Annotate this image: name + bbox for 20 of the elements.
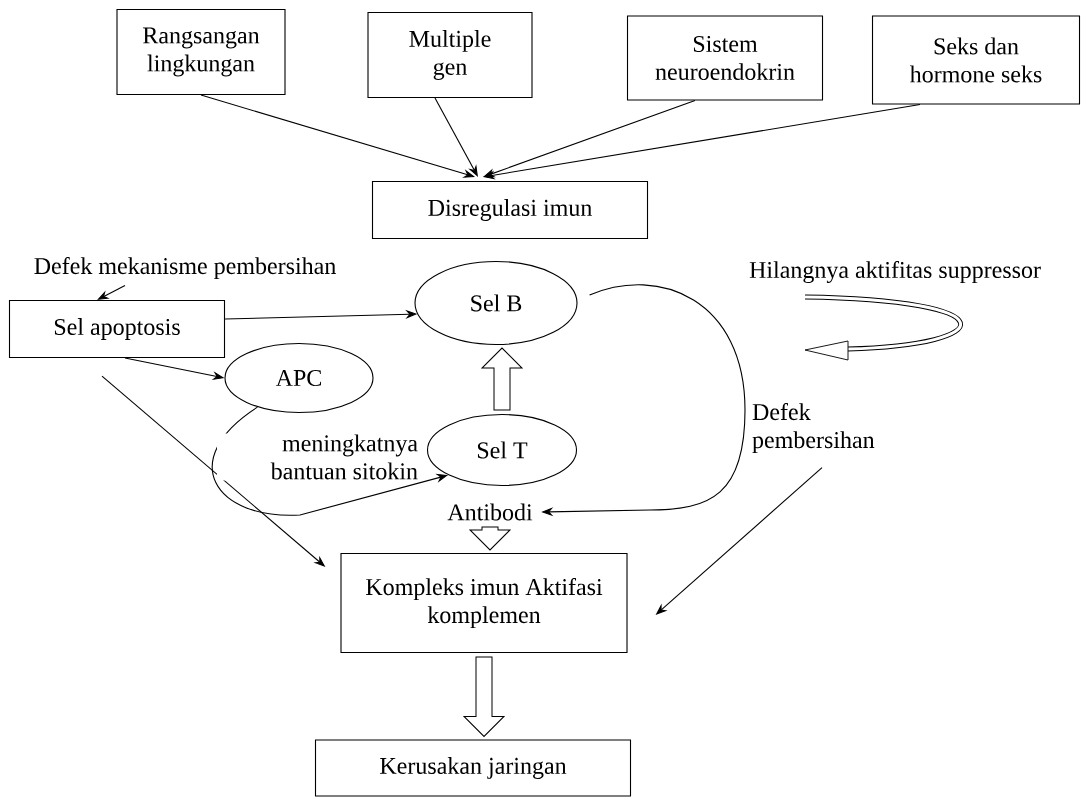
arrow [200,94,475,178]
note-text: Antibodi [447,503,533,521]
arrow [434,97,478,177]
cause-box: Sistem neuroendokrin [626,15,824,101]
cause-box: Seks dan hormone seks [871,15,1081,105]
process-box: Disregulasi imun [371,180,649,240]
arrow [483,100,696,178]
note-text: Hilangnya aktifitas suppressor [749,260,1041,284]
block-arrow [469,526,511,551]
arrow [97,285,126,300]
process-box: Sel apoptosis [8,299,226,359]
process-box: Kerusakan jaringan [314,739,632,797]
process-box: Kompleks imun Aktifasi komplemen [340,552,628,654]
block-arrow [463,656,505,737]
note-text: Defek mekanisme pembersihan [34,257,336,279]
block-arrow [481,347,523,411]
edge-label: meningkatnya bantuan sitokin [217,433,419,481]
cause-box: Rangsangan lingkungan [116,8,286,96]
cause-box: Multiple gen [367,11,533,99]
note-text: Defek pembersihan [752,403,875,453]
